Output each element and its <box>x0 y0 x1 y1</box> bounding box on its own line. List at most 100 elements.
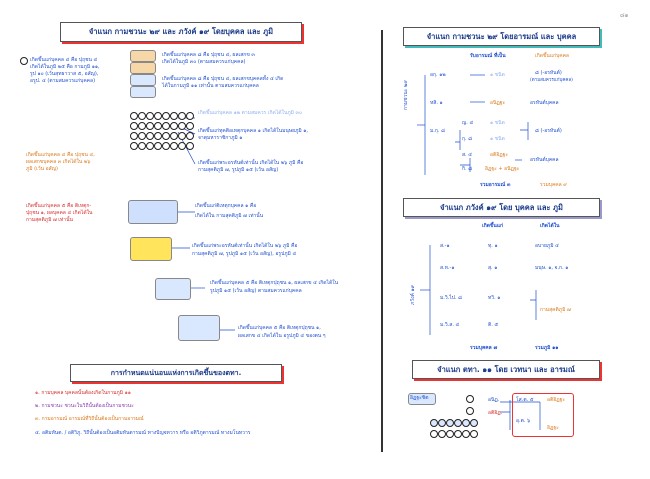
cell-circle <box>186 112 194 120</box>
left-title: จำแนก กามชวนะ ๒๙ และ ภวังค์ ๑๙ โดยบุคคล … <box>60 22 302 42</box>
t1-r6-c1: อิฏฐะ + อนิฏฐะ <box>485 166 520 172</box>
cell-circle <box>186 142 194 150</box>
row2-line1: เกิดขึ้นแก่บุคคล ๑๒ ตามสมควร เกิดได้ในภู… <box>198 110 303 116</box>
t1-total-1: รวมอารมณ์ ๓ <box>480 182 511 188</box>
cell-block <box>130 62 156 74</box>
cell-circle <box>138 112 146 120</box>
cell-circle <box>186 122 194 130</box>
t1-r2-c2: ๘ (-อรหันต์) <box>535 128 562 134</box>
t1-r0-c1: ๑ ชนิด <box>490 72 505 78</box>
row8-line1: เกิดขึ้นแก่บุคคล ๕ คือ ติเหตุกปุถุชน ๑, <box>238 325 321 331</box>
right-t1-title: จำแนก กามชวนะ ๒๙ โดยอารมณ์ และ บุคคล <box>403 27 600 46</box>
cell-circle <box>146 112 154 120</box>
cell-circle <box>178 132 186 140</box>
t1-r2-c0: ญ. ๔ <box>462 120 474 126</box>
cell-circle <box>154 142 162 150</box>
row5-line2: เกิดได้ใน กามสุคติภูมิ ๗ เท่านั้น <box>195 213 264 219</box>
cell-circle <box>170 112 178 120</box>
t2-r2-c1: ทวิ. ๑ <box>488 295 501 301</box>
t1-r6-c0: กิ. ๘ <box>462 166 473 172</box>
t3-label-5: อุ.ต. ๖ <box>516 418 531 424</box>
t1-r5-c2: อรหันต์บุคคล <box>530 157 559 163</box>
t2-r0-c1: ทุ. ๑ <box>488 243 498 249</box>
row0-line1: เกิดขึ้นแก่บุคคล ๘ คือ ปุถุชน ๔, ผลเสกข … <box>162 52 255 58</box>
t1-r0-c3: (ตามสมควรแก่บุคคล) <box>530 78 573 83</box>
cell-circle <box>138 132 146 140</box>
cell-block <box>178 315 220 341</box>
cell-circle <box>178 122 186 130</box>
cell-block <box>130 86 156 98</box>
sidebar-low-1: เกิดขึ้นแก่บุคคล ๕ คือ ติเหตุก- <box>26 203 92 209</box>
cell-circle <box>454 419 462 427</box>
sidebar-top-4: อรูป. ๔ (ตามสมควรแก่บุคคล) <box>30 78 96 84</box>
t3-box <box>512 393 574 437</box>
cell-circle <box>466 395 474 403</box>
t2-r1-c2: มนุษ. ๑, จ.ก. ๑ <box>535 265 569 271</box>
t2-r1-c1: สุ. ๑ <box>488 265 498 271</box>
sidebar-mid-2: ผลเสกขบุคคล ๓ เกิดได้ใน ๒๖ <box>26 159 91 165</box>
row6-line1: เกิดขึ้นแก่พระอรหันต์เท่านั้น เกิดได้ใน … <box>192 243 298 249</box>
cell-circle <box>130 132 138 140</box>
rule-2: ๒. กามชวนะ ชวนะในวิถีนั้นต้องเป็นกามชวนะ <box>35 403 134 409</box>
t1-side: กามชวนะ ๒๙ <box>403 80 409 110</box>
sidebar-top-2: เกิดได้ในภูมิ ๒๕ คือ กามภูมิ ๑๑, <box>30 64 100 70</box>
bottom-title: การกำหนดแน่นอนแห่งการเกิดขึ้นของตทา. <box>70 364 282 382</box>
cell-circle <box>146 142 154 150</box>
row3-line1: เกิดขึ้นแก่ทุคติอเหตุกบุคคล ๑ เกิดได้ในม… <box>198 128 309 134</box>
cell-circle <box>186 132 194 140</box>
sidebar-top-1: เกิดขึ้นแก่บุคคล ๔ คือ ปุถุชน ๔ <box>30 57 98 63</box>
row7-line2: รูปภูมิ ๑๕ (เว้น อสัญ) ตามสมควรแก่บุคคล <box>210 288 302 294</box>
cell-block <box>130 74 156 86</box>
t1-r4-c0: ม.กุ. ๘ <box>430 128 445 134</box>
cell-circle <box>430 419 438 427</box>
row8-line2: ผลเสกข ๔ เกิดได้ใน อรูปภูมิ ๔ ของตน ๆ <box>238 333 326 339</box>
cell-circle <box>162 122 170 130</box>
t3-label-0: อิฏฐะชิต <box>410 395 429 401</box>
rule-4: ๔. อติมหันต. / อติวิภู. วิถีนั้นต้องเป็น… <box>35 430 251 436</box>
page-number: ๘๑ <box>620 12 629 19</box>
cell-circle <box>162 142 170 150</box>
cell-circle <box>470 419 478 427</box>
cell-circle <box>446 430 454 438</box>
t3-label-2: อติอิฏ. <box>488 410 503 416</box>
cell-block <box>155 278 191 300</box>
cell-circle <box>170 132 178 140</box>
cell-circle <box>130 112 138 120</box>
row5-line1: เกิดขึ้นแก่ติเหตุกบุคคล ๑ คือ <box>195 203 257 209</box>
cell-circle <box>138 122 146 130</box>
t1-r2-c1: ๑ ชนิด <box>490 120 505 126</box>
marker-circle <box>20 57 28 65</box>
rule-1: ๑. กามบุคคล บุคคลนั้นต้องเกิดในกามภูมิ ๑… <box>35 390 131 396</box>
cell-circle <box>130 142 138 150</box>
t2-r0-c2: อบายภูมิ ๔ <box>535 243 559 249</box>
sidebar-low-3: กามสุคติภูมิ ๗ เท่านั้น <box>26 217 73 223</box>
t1-r5-c1: อติอิฏฐะ <box>490 152 509 158</box>
t3-label-3: โส.ต. ๕ <box>516 397 534 403</box>
cell-circle <box>178 112 186 120</box>
cell-circle <box>454 430 462 438</box>
row7-line1: เกิดขึ้นแก่บุคคล ๕ คือ ติเหตุกปุถุชน ๑, … <box>210 280 339 286</box>
right-t3-title: จำแนก ตทา. ๑๑ โดย เวทนา และ อารมณ์ <box>412 360 600 379</box>
cell-circle <box>162 132 170 140</box>
t1-r0-c0: อกุ. ๑๒ <box>430 72 446 78</box>
sidebar-low-2: ปุถุชน ๑, ผลบุคคล ๔ เกิดได้ใน <box>26 210 93 216</box>
cell-circle <box>170 122 178 130</box>
cell-block <box>408 393 436 405</box>
cell-circle <box>438 430 446 438</box>
sidebar-mid-3: ภูมิ (เว้น อสัญ) <box>26 166 58 172</box>
cell-circle <box>154 132 162 140</box>
t3-label-1: อนิฏ. <box>488 397 500 403</box>
cell-circle <box>130 122 138 130</box>
t1-header-1: รับอารมณ์ ที่เป็น <box>470 53 506 59</box>
t3-label-6: อิฏฐะ <box>547 425 559 431</box>
t2-total-2: รวมภูมิ ๑๑ <box>535 345 559 351</box>
cell-circle <box>170 142 178 150</box>
t1-r3-c1: ๑ ชนิด <box>490 136 505 142</box>
t1-r1-c2: อรหันต์บุคคล <box>530 100 559 106</box>
t3-label-4: อติอิฏฐะ <box>547 397 566 403</box>
cell-block <box>130 237 172 261</box>
t1-r1-c1: อนิฏฐะ <box>490 100 506 106</box>
cell-circle <box>430 430 438 438</box>
row6-line2: กามสุคติภูมิ ๗, รูปภูมิ ๑๕ (เว้น อสัญ), … <box>192 251 297 257</box>
